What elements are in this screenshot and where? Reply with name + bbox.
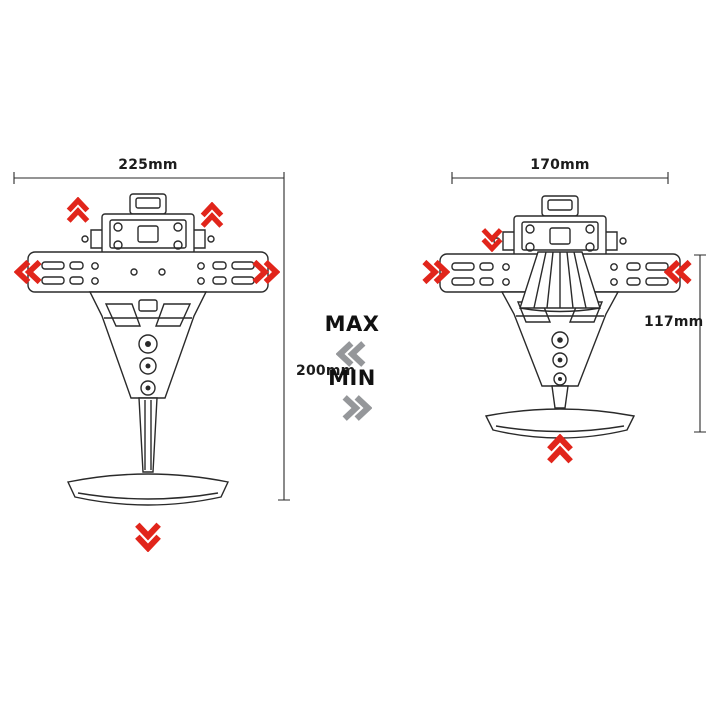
min-label: MIN	[328, 366, 376, 390]
max-label: MAX	[324, 312, 380, 336]
chevron-up-icon	[198, 202, 226, 230]
chevron-down-icon	[132, 520, 164, 552]
dimension-width-max: 225mm	[118, 157, 178, 173]
figure-min-drawing	[439, 195, 681, 439]
dimension-height-min: 117mm	[644, 314, 704, 330]
chevron-double-left-gray-icon	[336, 338, 368, 370]
chevron-right-icon	[250, 257, 280, 287]
dimension-width-min: 170mm	[530, 157, 590, 173]
chevron-up-icon	[544, 434, 576, 466]
chevron-right-icon	[420, 257, 450, 287]
dimension-lines-right	[451, 172, 706, 433]
chevron-up-icon	[64, 197, 92, 225]
figure-max-drawing	[27, 193, 269, 506]
dimension-height-max: 200mm	[296, 363, 356, 379]
dimension-lines-left	[13, 172, 290, 501]
chevron-double-right-gray-icon	[340, 392, 372, 424]
chevron-left-icon	[664, 257, 694, 287]
chevron-down-icon	[479, 226, 505, 252]
chevron-left-icon	[14, 257, 44, 287]
